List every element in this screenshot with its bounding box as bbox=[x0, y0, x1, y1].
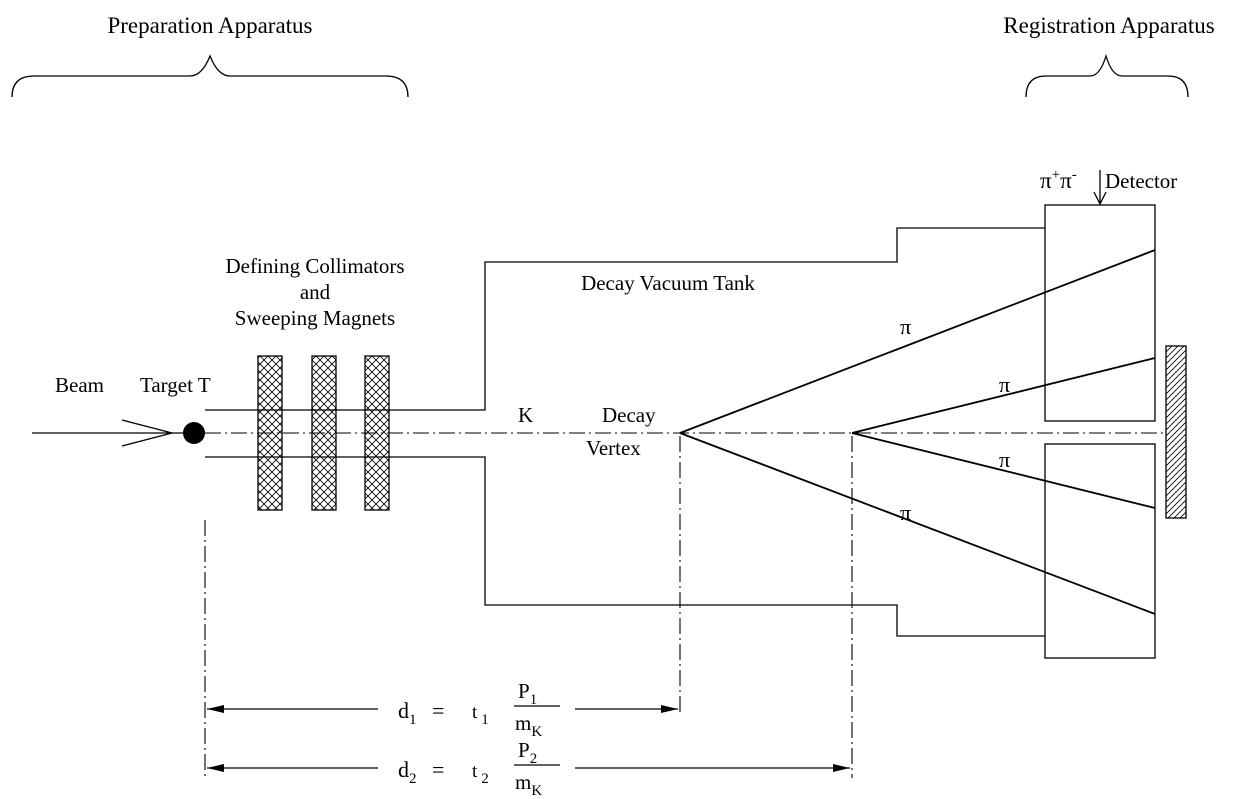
vertex-label-line2: Vertex bbox=[586, 436, 641, 460]
svg-text:P2: P2 bbox=[518, 738, 537, 767]
beam-label: Beam bbox=[55, 373, 104, 397]
collimator-magnet-1 bbox=[257, 355, 283, 511]
svg-text:t1: t1 bbox=[472, 702, 489, 728]
detector-label: π+π- Detector bbox=[1040, 167, 1177, 193]
pion-track-2b bbox=[851, 432, 1156, 509]
svg-text:t2: t2 bbox=[472, 761, 489, 787]
distance-d1-arrowhead-right bbox=[661, 705, 678, 713]
pion-track-1b bbox=[679, 432, 1156, 615]
svg-text:=: = bbox=[432, 698, 444, 723]
detector-word: Detector bbox=[1105, 169, 1177, 193]
registration-brace bbox=[1025, 53, 1189, 98]
preparation-apparatus-title: Preparation Apparatus bbox=[107, 13, 312, 38]
svg-text:mK: mK bbox=[515, 711, 542, 740]
preparation-brace bbox=[11, 54, 409, 98]
distance-d2-arrowhead-left bbox=[207, 764, 224, 772]
collimators-label-line1: Defining Collimators bbox=[225, 254, 404, 278]
svg-text:mK: mK bbox=[515, 770, 542, 799]
collimators-label-line2: and bbox=[300, 280, 331, 304]
svg-text:P1: P1 bbox=[518, 679, 537, 708]
svg-text:π+π-: π+π- bbox=[1040, 167, 1077, 193]
detector-upper-box bbox=[1044, 204, 1156, 422]
tank-outline-upper bbox=[205, 227, 1045, 411]
tank-label: Decay Vacuum Tank bbox=[581, 271, 755, 295]
beam-arrowhead bbox=[121, 419, 175, 447]
pion-label-4: π bbox=[900, 500, 911, 525]
beam-dump bbox=[1165, 345, 1187, 519]
target-dot bbox=[183, 422, 205, 444]
collimators-label-line3: Sweeping Magnets bbox=[235, 306, 395, 330]
detector-lower-box bbox=[1044, 443, 1156, 659]
collimator-magnet-2 bbox=[311, 355, 337, 511]
pion-track-2a bbox=[851, 357, 1156, 434]
distance-d1-arrowhead-left bbox=[207, 705, 224, 713]
registration-apparatus-title: Registration Apparatus bbox=[1003, 13, 1214, 38]
pion-label-2: π bbox=[999, 372, 1010, 397]
detector-pi-plus: π bbox=[1040, 168, 1052, 193]
svg-text:d2: d2 bbox=[398, 757, 417, 787]
kaon-label: K bbox=[518, 403, 533, 427]
tank-outline-lower bbox=[205, 456, 1045, 637]
target-label: Target T bbox=[140, 373, 211, 397]
detector-pointer-arrow bbox=[1093, 170, 1107, 206]
pion-label-1: π bbox=[900, 314, 911, 339]
svg-text:d1: d1 bbox=[398, 698, 417, 728]
collimator-magnet-3 bbox=[364, 355, 390, 511]
distance-d2-arrowhead-right bbox=[833, 764, 850, 772]
vertex-label-line1: Decay bbox=[602, 403, 656, 427]
detector-pi-minus: π bbox=[1060, 168, 1072, 193]
pion-track-1a bbox=[679, 249, 1156, 434]
pion-label-3: π bbox=[999, 447, 1010, 472]
svg-text:=: = bbox=[432, 757, 444, 782]
